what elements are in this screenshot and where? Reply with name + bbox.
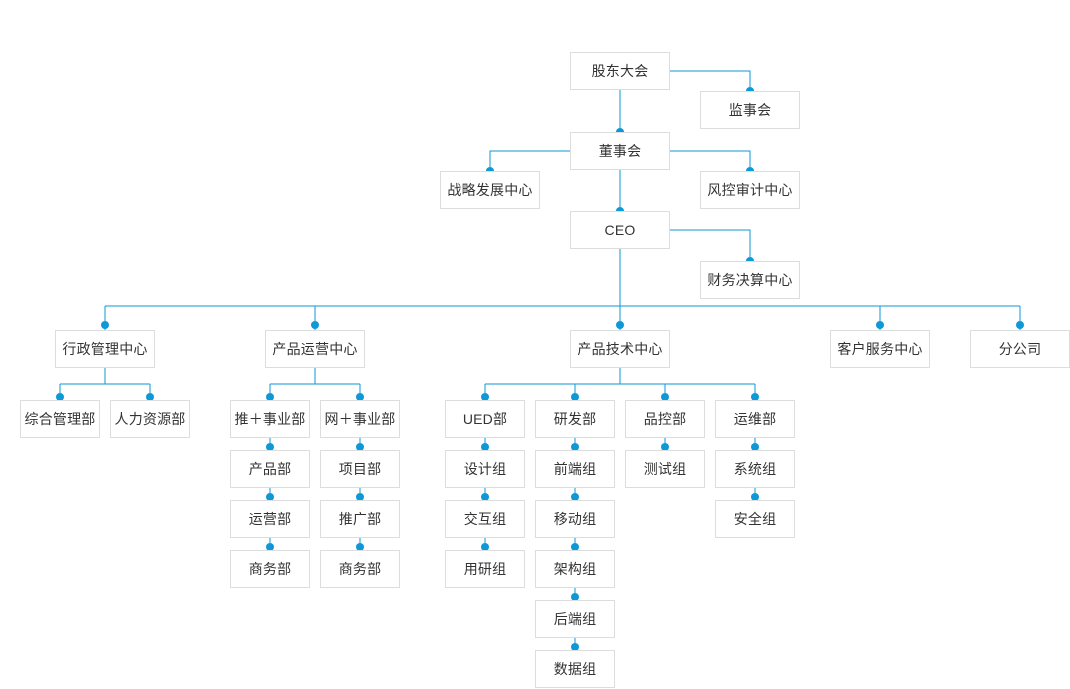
- node-rd-dept[interactable]: 研发部: [535, 400, 615, 438]
- node-security-group[interactable]: 安全组: [715, 500, 795, 538]
- node-shareholders-meeting[interactable]: 股东大会: [570, 52, 670, 90]
- node-qa-dept[interactable]: 品控部: [625, 400, 705, 438]
- node-product-technology-center[interactable]: 产品技术中心: [570, 330, 670, 368]
- node-system-group[interactable]: 系统组: [715, 450, 795, 488]
- node-business-dept-b[interactable]: 商务部: [320, 550, 400, 588]
- node-product-operation-center[interactable]: 产品运营中心: [265, 330, 365, 368]
- node-ued-dept[interactable]: UED部: [445, 400, 525, 438]
- node-frontend-group[interactable]: 前端组: [535, 450, 615, 488]
- node-wang-business-unit[interactable]: 网＋事业部: [320, 400, 400, 438]
- node-branch-company[interactable]: 分公司: [970, 330, 1070, 368]
- node-tui-business-unit[interactable]: 推＋事业部: [230, 400, 310, 438]
- node-project-dept[interactable]: 项目部: [320, 450, 400, 488]
- node-ceo[interactable]: CEO: [570, 211, 670, 249]
- node-ops-dept[interactable]: 运维部: [715, 400, 795, 438]
- node-operation-dept[interactable]: 运营部: [230, 500, 310, 538]
- node-promotion-dept[interactable]: 推广部: [320, 500, 400, 538]
- node-interaction-group[interactable]: 交互组: [445, 500, 525, 538]
- node-backend-group[interactable]: 后端组: [535, 600, 615, 638]
- node-board-of-directors[interactable]: 董事会: [570, 132, 670, 170]
- node-finance-settlement-center[interactable]: 财务决算中心: [700, 261, 800, 299]
- node-strategy-development-center[interactable]: 战略发展中心: [440, 171, 540, 209]
- node-product-dept[interactable]: 产品部: [230, 450, 310, 488]
- node-mobile-group[interactable]: 移动组: [535, 500, 615, 538]
- node-data-group[interactable]: 数据组: [535, 650, 615, 688]
- node-admin-management-center[interactable]: 行政管理中心: [55, 330, 155, 368]
- node-business-dept-a[interactable]: 商务部: [230, 550, 310, 588]
- node-customer-service-center[interactable]: 客户服务中心: [830, 330, 930, 368]
- node-user-research-group[interactable]: 用研组: [445, 550, 525, 588]
- node-design-group[interactable]: 设计组: [445, 450, 525, 488]
- node-risk-audit-center[interactable]: 风控审计中心: [700, 171, 800, 209]
- node-test-group[interactable]: 测试组: [625, 450, 705, 488]
- node-hr-dept[interactable]: 人力资源部: [110, 400, 190, 438]
- node-architecture-group[interactable]: 架构组: [535, 550, 615, 588]
- node-general-admin-dept[interactable]: 综合管理部: [20, 400, 100, 438]
- node-supervisory-board[interactable]: 监事会: [700, 91, 800, 129]
